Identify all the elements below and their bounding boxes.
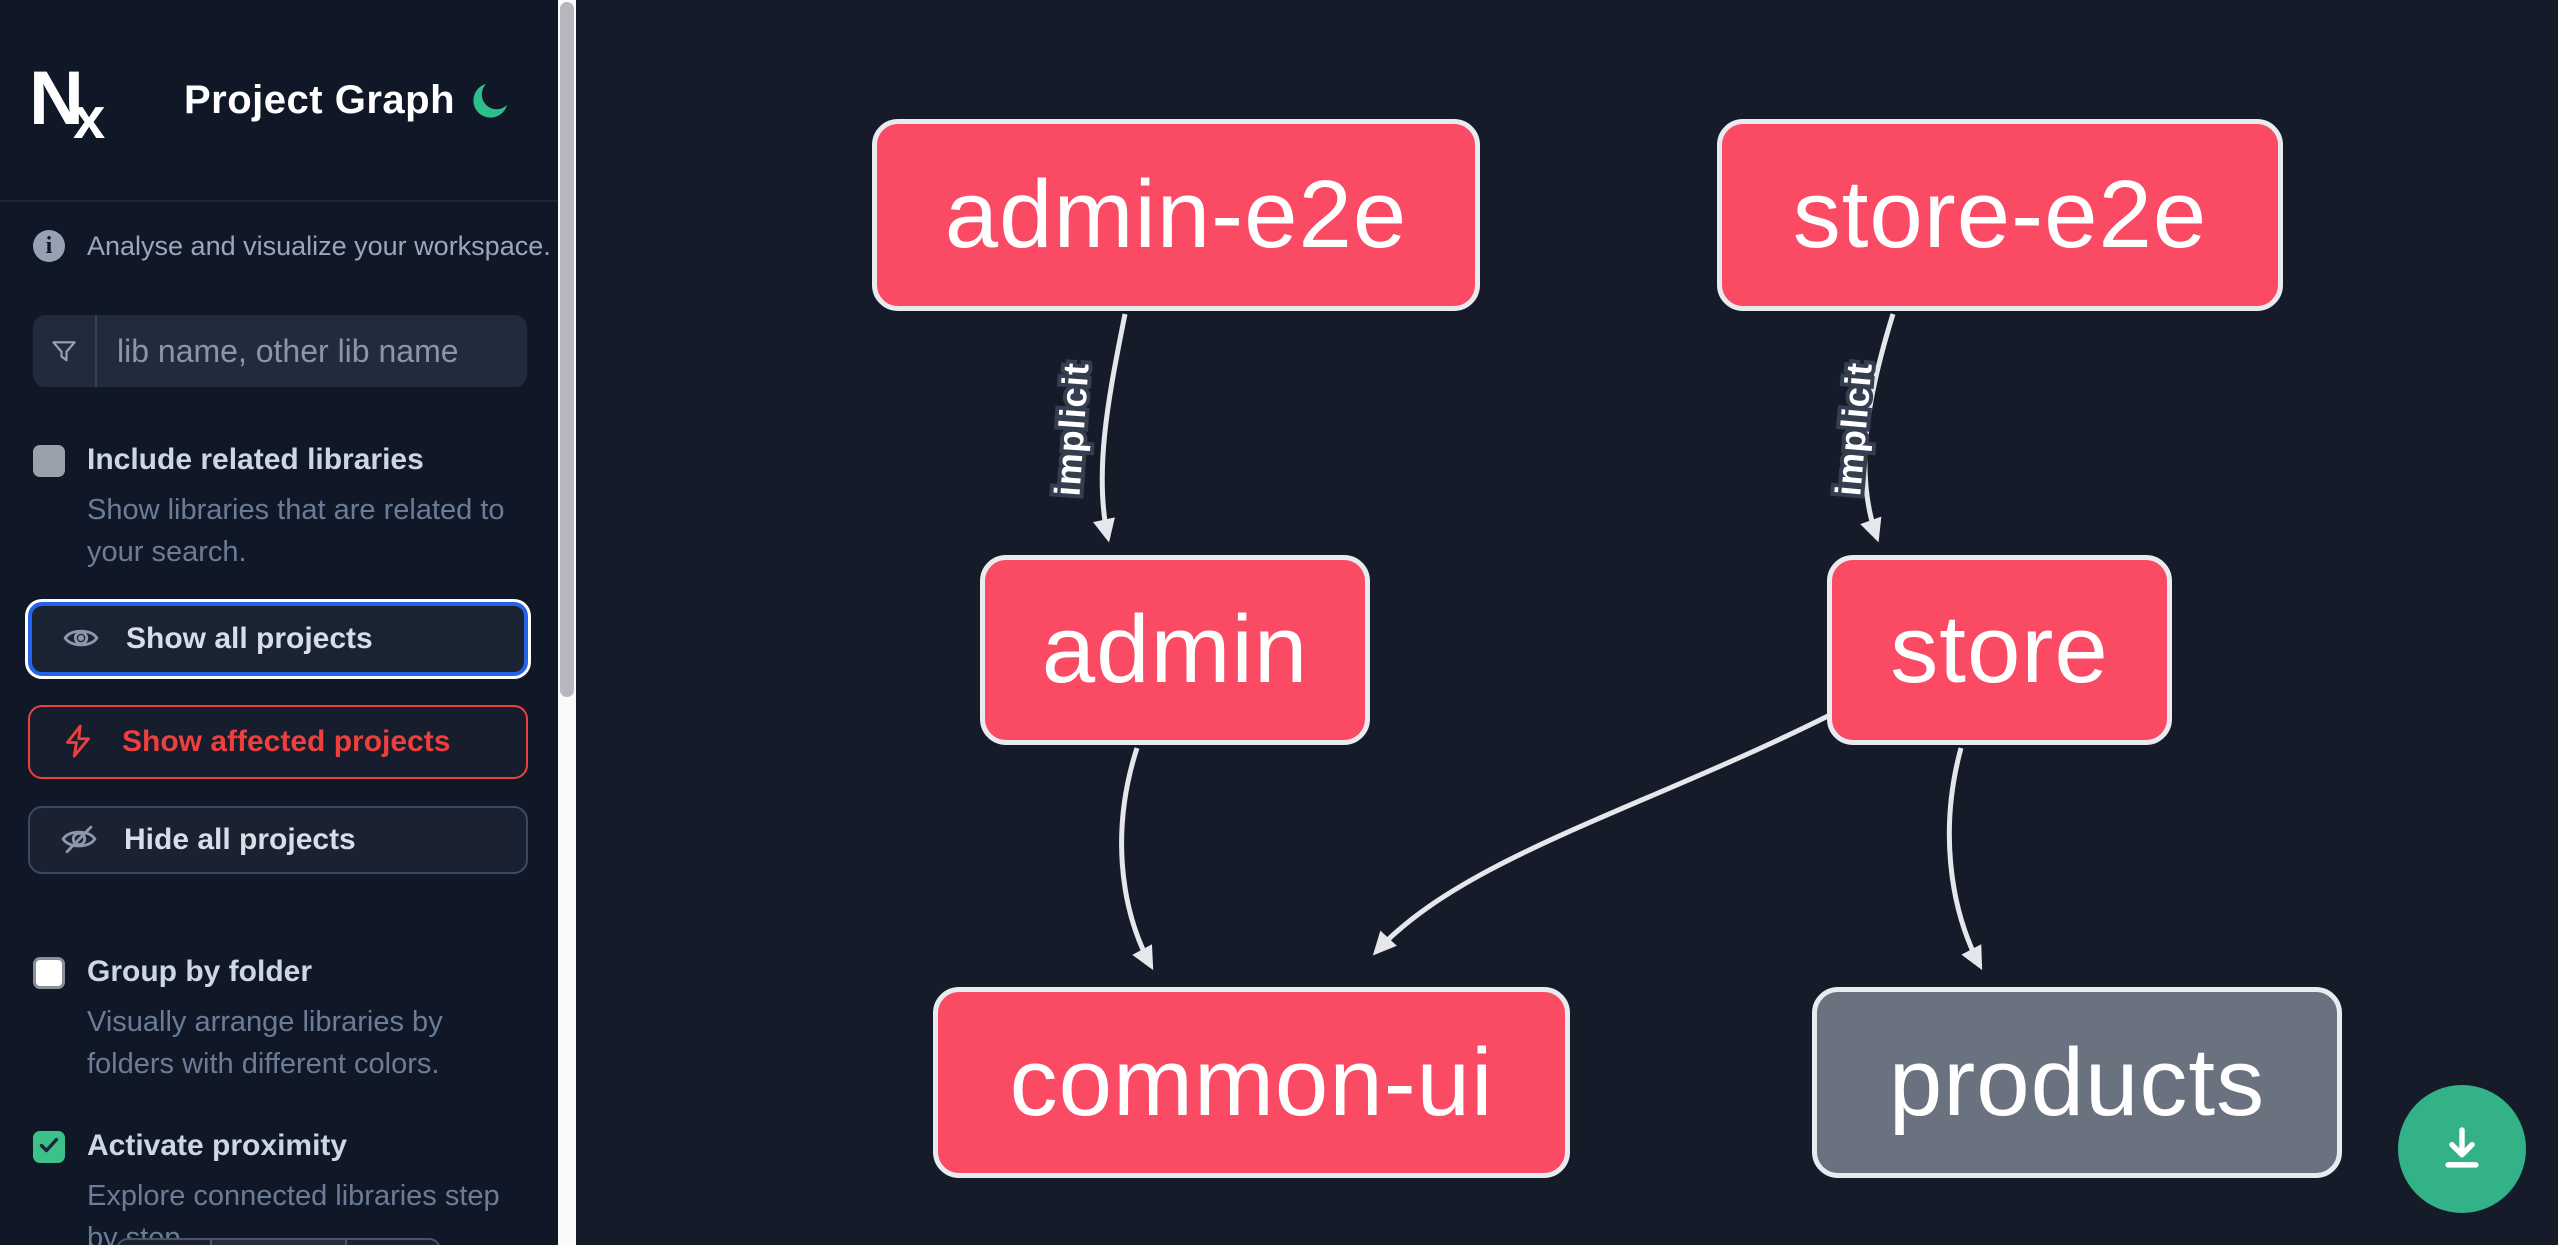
stepper-value — [209, 1240, 348, 1245]
theme-toggle-button[interactable] — [468, 78, 514, 124]
show-affected-projects-button[interactable]: Show affected projects — [28, 705, 528, 779]
include-related-description: Show libraries that are related to your … — [87, 493, 505, 569]
edge-admin-e2e-admin — [1093, 313, 1128, 543]
show-all-projects-button[interactable]: Show all projects — [28, 602, 528, 676]
stepper-increment-button[interactable] — [347, 1240, 439, 1245]
sidebar-scrollbar-track — [558, 0, 576, 1245]
eye-off-icon — [60, 820, 98, 861]
download-icon — [2435, 1121, 2489, 1178]
activate-proximity-label: Activate proximity — [87, 1129, 348, 1162]
edge-store-e2e-store — [1860, 313, 1896, 543]
eye-icon — [62, 619, 100, 660]
svg-text:x: x — [73, 86, 105, 140]
download-graph-button[interactable] — [2398, 1085, 2526, 1213]
group-by-folder-checkbox[interactable] — [33, 957, 65, 989]
graph-node-store[interactable]: store — [1827, 555, 2172, 745]
page-title: Project Graph — [184, 78, 456, 122]
nx-logo: N x — [29, 56, 129, 151]
include-related-label: Include related libraries — [87, 443, 424, 476]
workspace-info-row: i Analyse and visualize your workspace. — [33, 230, 551, 262]
toggle-group-by-folder: Group by folder Visually arrange librari… — [33, 953, 537, 1086]
stepper-decrement-button[interactable] — [118, 1240, 210, 1245]
sidebar-scrollbar-thumb[interactable] — [560, 2, 574, 697]
workspace-tagline: Analyse and visualize your workspace. — [87, 230, 551, 261]
graph-node-products[interactable]: products — [1812, 987, 2342, 1178]
include-related-checkbox[interactable] — [33, 445, 65, 477]
toggle-include-related: Include related libraries Show libraries… — [33, 441, 537, 574]
checkmark-icon — [37, 1133, 61, 1162]
funnel-icon — [33, 315, 97, 387]
proximity-depth-stepper — [116, 1238, 441, 1245]
moon-icon — [470, 83, 512, 124]
graph-node-common-ui[interactable]: common-ui — [933, 987, 1570, 1178]
activate-proximity-description: Explore connected libraries step by step… — [87, 1179, 500, 1245]
graph-node-admin-e2e[interactable]: admin-e2e — [872, 119, 1480, 311]
bolt-icon — [60, 723, 96, 762]
group-by-folder-label: Group by folder — [87, 955, 312, 988]
edge-label-implicit: implicit — [1827, 360, 1880, 497]
sidebar: N x Project Graph i Analyse and visualiz… — [0, 0, 558, 1245]
edge-store-common-ui — [1372, 712, 1832, 956]
header-divider — [0, 200, 558, 202]
graph-node-admin[interactable]: admin — [980, 555, 1370, 745]
sidebar-header: N x Project Graph — [0, 0, 558, 200]
activate-proximity-checkbox[interactable] — [33, 1131, 65, 1163]
graph-node-store-e2e[interactable]: store-e2e — [1717, 119, 2283, 311]
search-box — [33, 315, 527, 387]
info-icon: i — [33, 230, 65, 262]
svg-text:N: N — [29, 60, 84, 140]
group-by-folder-description: Visually arrange libraries by folders wi… — [87, 1005, 443, 1081]
hide-all-projects-button[interactable]: Hide all projects — [28, 806, 528, 874]
toggle-activate-proximity: Activate proximity Explore connected lib… — [33, 1127, 537, 1245]
show-all-projects-label: Show all projects — [126, 622, 373, 655]
edge-store-products — [1946, 747, 1983, 971]
search-input[interactable] — [97, 315, 527, 387]
edge-label-implicit: implicit — [1046, 361, 1096, 498]
edge-admin-common-ui — [1119, 747, 1154, 971]
hide-all-projects-label: Hide all projects — [124, 823, 356, 856]
show-affected-projects-label: Show affected projects — [122, 725, 451, 758]
